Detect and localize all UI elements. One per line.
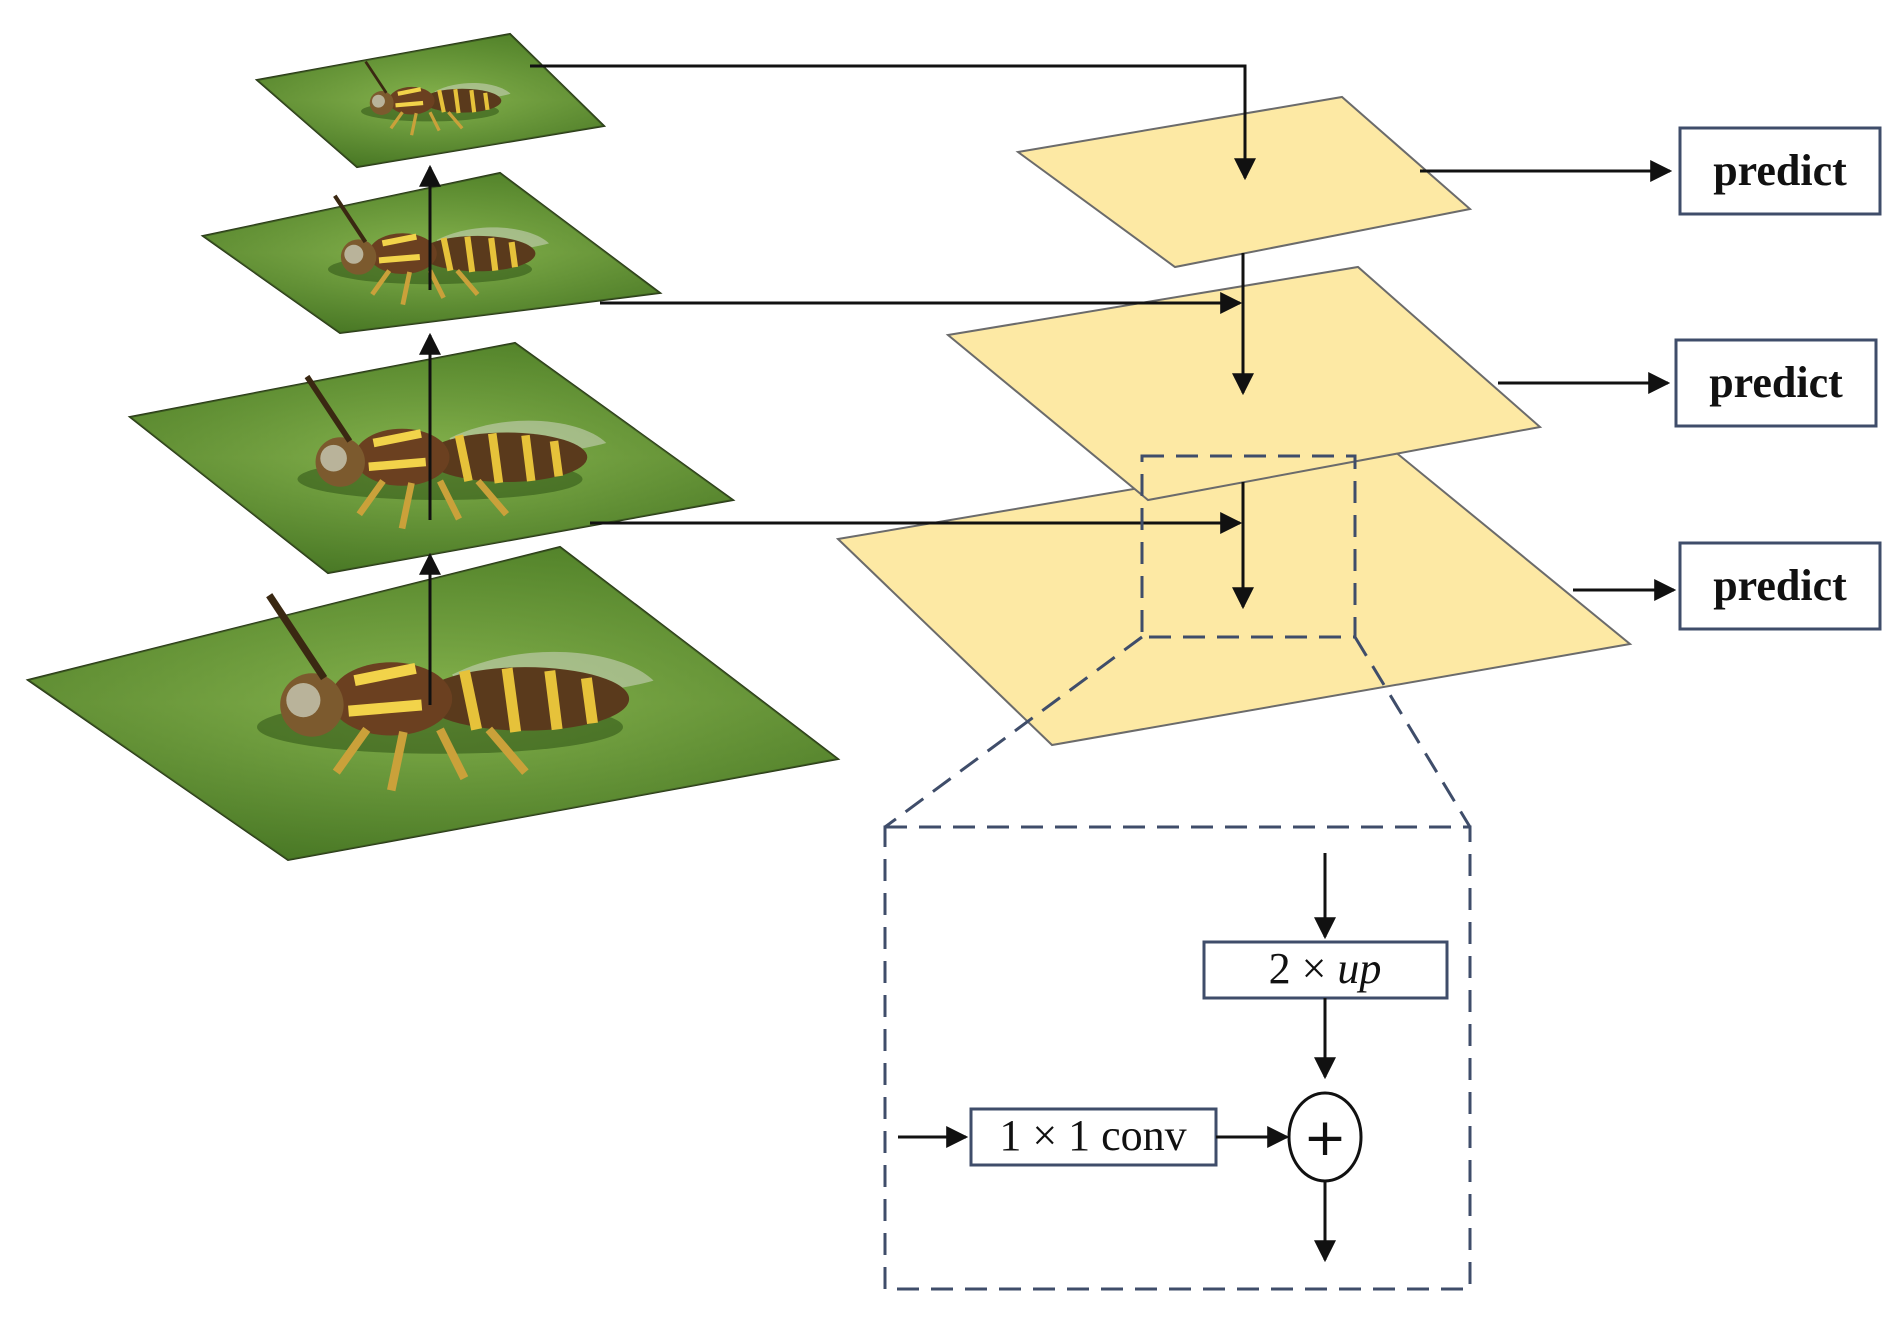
- predict-label: predict: [1713, 561, 1847, 610]
- predict-arrows: [1420, 160, 1677, 601]
- feature-map-top: [1015, 95, 1473, 269]
- sum-symbol: +: [1303, 1108, 1347, 1168]
- image-pyramid: [25, 32, 841, 862]
- predict-label: predict: [1713, 146, 1847, 195]
- pyramid-level-1: [25, 545, 841, 862]
- conv-box: [969, 1107, 1218, 1167]
- predict-box-3: predict: [1678, 541, 1882, 631]
- predict-box-1: predict: [1678, 126, 1882, 216]
- upsample-box: [1202, 940, 1449, 1000]
- conv-label: 1 × 1 conv: [999, 1111, 1186, 1160]
- zoom-region: [1140, 454, 1357, 639]
- predict-box-2: predict: [1674, 338, 1878, 428]
- detail-box: [883, 825, 1472, 1291]
- predict-label: predict: [1709, 358, 1843, 407]
- upsample-label: 2 × up: [1269, 944, 1382, 993]
- zoom-callout: [883, 454, 1472, 1291]
- plus-circle-icon: +: [1287, 1091, 1363, 1183]
- merge-block: 2 × up 1 × 1 conv +: [898, 853, 1449, 1263]
- lateral-arrows: [530, 64, 1256, 534]
- pyramid-level-4: [254, 32, 607, 169]
- feature-pyramid: [835, 95, 1633, 747]
- feature-map-bottom: [835, 444, 1633, 747]
